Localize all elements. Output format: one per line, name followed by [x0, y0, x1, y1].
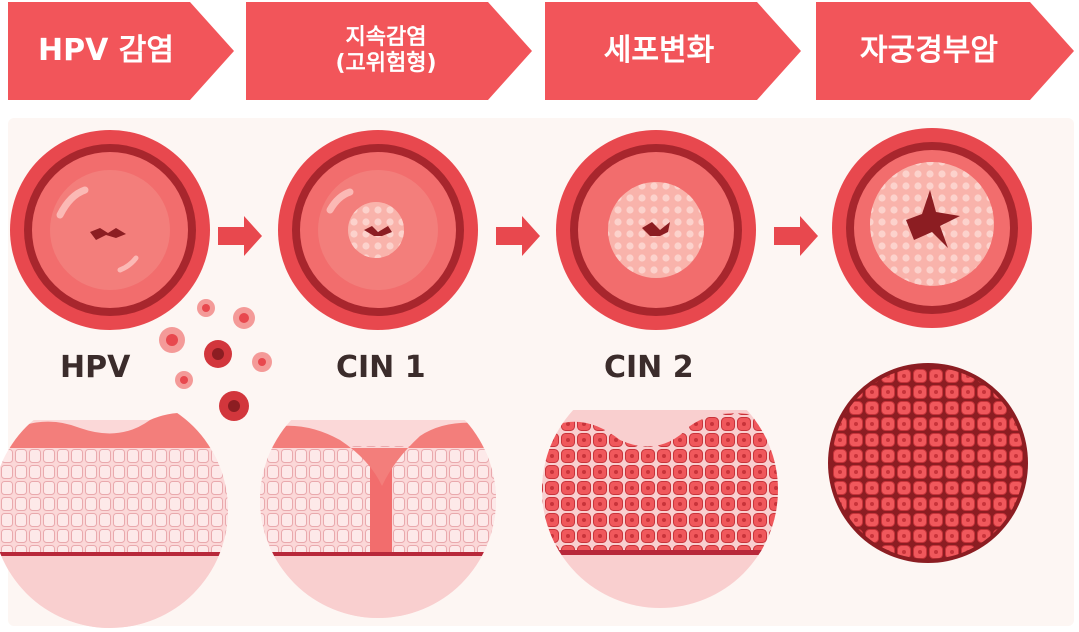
arrow-right-icon [774, 216, 818, 256]
stage-header-text: HPV 감염 [38, 33, 174, 68]
cervix-cin1 [278, 130, 478, 330]
stage-header-cell-change: 세포변화 [545, 2, 801, 100]
cervix-cancer [832, 128, 1032, 328]
stage-label-cin2: CIN 2 [604, 350, 694, 385]
arrow-right-icon [496, 216, 540, 256]
cervix-cin2 [556, 130, 756, 330]
virus-icon [159, 299, 272, 421]
arrow-right-icon [218, 216, 262, 256]
tissue-cin2 [542, 410, 778, 608]
stage-header-text: 세포변화 [603, 33, 715, 68]
stage-label-cin1: CIN 1 [336, 350, 426, 385]
stage-header-text: 지속감염 (고위험형) [335, 24, 437, 76]
stage-label-hpv: HPV [60, 350, 131, 385]
tissue-normal [0, 412, 228, 628]
tissue-cin1 [260, 420, 496, 618]
cervix-normal [10, 130, 210, 330]
stage-header-cervical-cancer: 자궁경부암 [816, 2, 1074, 100]
stage-header-persistent-infection: 지속감염 (고위험형) [246, 2, 532, 100]
tissue-cancer [828, 363, 1028, 563]
stage-header-text: 자궁경부암 [860, 33, 998, 68]
stage-header-hpv-infection: HPV 감염 [8, 2, 234, 100]
